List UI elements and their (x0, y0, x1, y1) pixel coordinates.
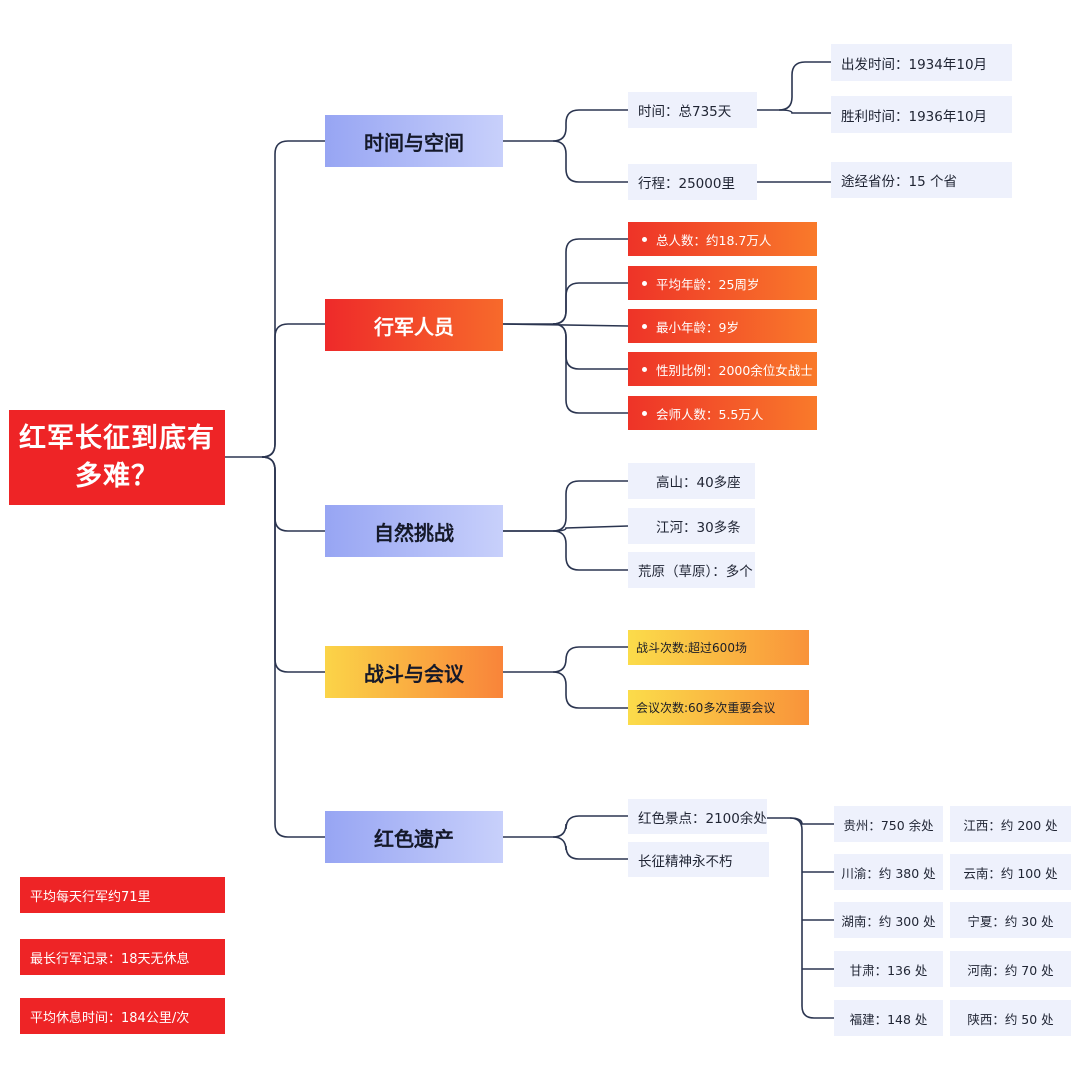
stat-longest-march: 最长行军记录：18天无休息 (20, 939, 225, 975)
bullet-dot (642, 410, 647, 416)
stat-daily-march: 平均每天行军约71里 (20, 877, 225, 913)
branch-time-space: 时间与空间 (325, 115, 503, 167)
leaf-victory-time: 胜利时间：1936年10月 (831, 96, 1012, 133)
leaf-meeting-count: 会议次数:60多次重要会议 (628, 690, 809, 725)
leaf-min-age: 最小年龄：9岁 (628, 309, 817, 343)
leaf-distance: 行程：25000里 (628, 164, 757, 200)
leaf-total-time: 时间：总735天 (628, 92, 757, 128)
bullet-dot (642, 280, 647, 286)
bullet-dot (642, 236, 647, 242)
leaf-provinces-count: 途经省份：15 个省 (831, 162, 1012, 198)
leaf-battle-count: 战斗次数:超过600场 (628, 630, 809, 665)
stat-rest-interval: 平均休息时间：184公里/次 (20, 998, 225, 1034)
province-shaanxi: 陕西：约 50 处 (950, 1000, 1071, 1036)
leaf-label: 性别比例：2000余位女战士 (656, 362, 813, 378)
province-henan: 河南：约 70 处 (950, 951, 1071, 987)
leaf-red-sites: 红色景点：2100余处 (628, 799, 767, 834)
leaf-label: 会师人数：5.5万人 (656, 406, 764, 422)
leaf-reunion-count: 会师人数：5.5万人 (628, 396, 817, 430)
branch-red-legacy: 红色遗产 (325, 811, 503, 863)
leaf-departure-time: 出发时间：1934年10月 (831, 44, 1012, 81)
leaf-mountains: 高山：40多座 (628, 463, 755, 499)
branch-people: 行军人员 (325, 299, 503, 351)
province-gansu: 甘肃：136 处 (834, 951, 943, 987)
leaf-label: 平均年龄：25周岁 (656, 276, 760, 292)
leaf-gender-ratio: 性别比例：2000余位女战士 (628, 352, 817, 386)
root-title: 红军长征到底有多难？ (9, 410, 225, 505)
province-jiangxi: 江西：约 200 处 (950, 806, 1071, 842)
province-fujian: 福建：148 处 (834, 1000, 943, 1036)
bullet-dot (642, 366, 647, 372)
province-guizhou: 贵州：750 余处 (834, 806, 943, 842)
leaf-label: 最小年龄：9岁 (656, 319, 739, 335)
province-chuanyu: 川渝：约 380 处 (834, 854, 943, 890)
leaf-rivers: 江河：30多条 (628, 508, 755, 544)
leaf-label: 总人数：约18.7万人 (656, 232, 772, 248)
leaf-total-people: 总人数：约18.7万人 (628, 222, 817, 256)
leaf-average-age: 平均年龄：25周岁 (628, 266, 817, 300)
leaf-wilderness: 荒原（草原）：多个 (628, 552, 755, 588)
branch-nature: 自然挑战 (325, 505, 503, 557)
branch-battles-meetings: 战斗与会议 (325, 646, 503, 698)
bullet-dot (642, 323, 647, 329)
province-yunnan: 云南：约 100 处 (950, 854, 1071, 890)
province-hunan: 湖南：约 300 处 (834, 902, 943, 938)
leaf-long-march-spirit: 长征精神永不朽 (628, 842, 769, 877)
province-ningxia: 宁夏：约 30 处 (950, 902, 1071, 938)
